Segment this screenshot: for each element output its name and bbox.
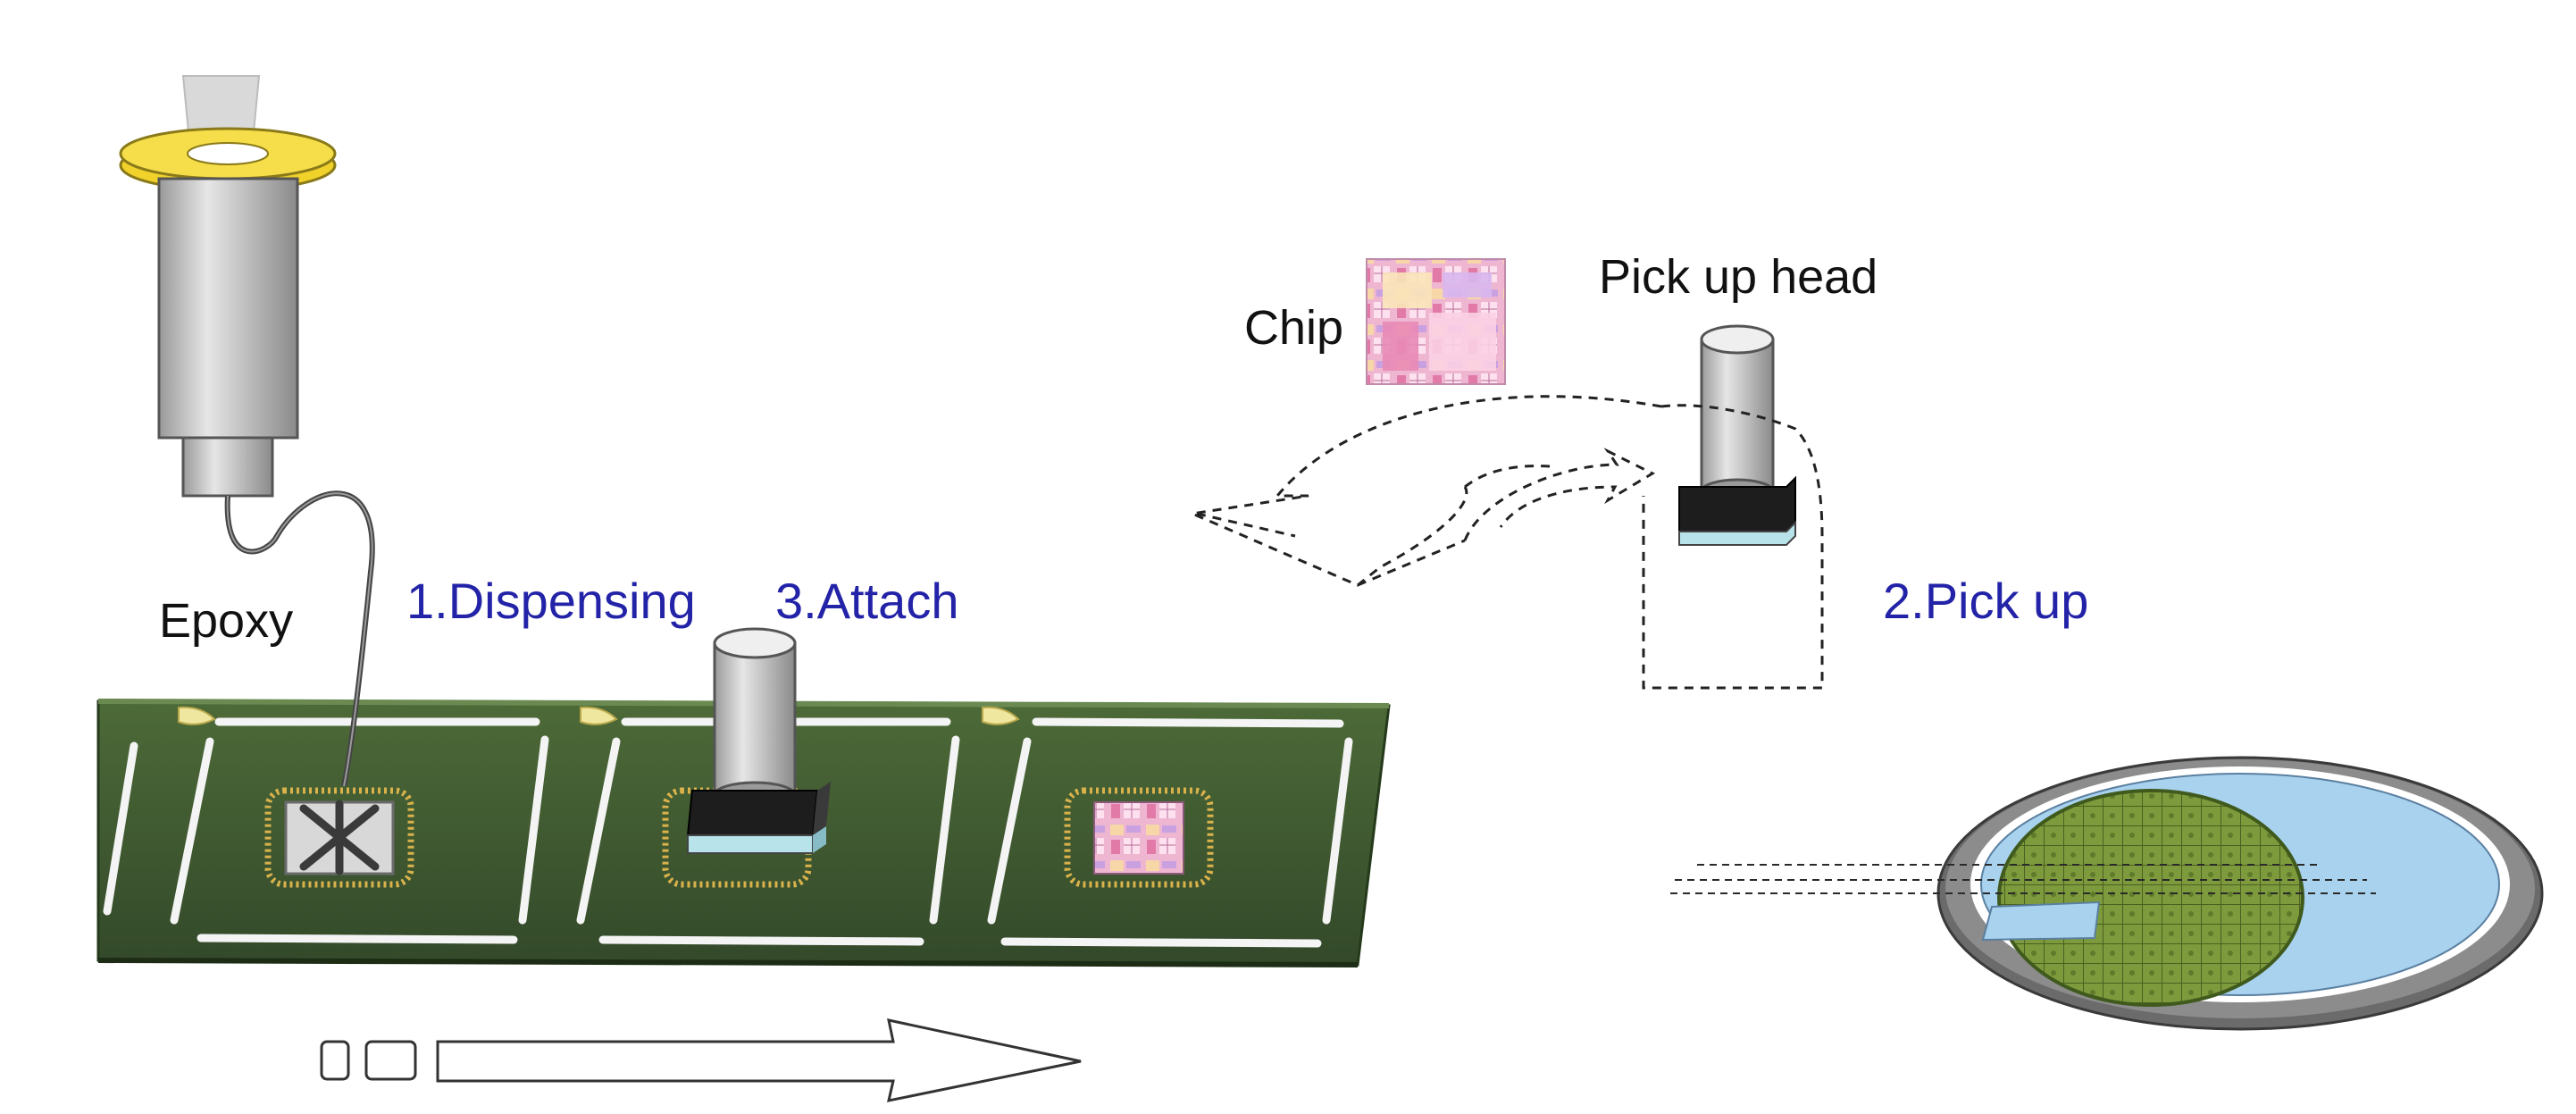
die-pad-3 xyxy=(1064,787,1214,888)
pick-up-head-label: Pick up head xyxy=(1599,250,1878,304)
transfer-path xyxy=(1187,395,1662,587)
chip-label: Chip xyxy=(1244,301,1344,355)
die-pad-2 xyxy=(662,787,812,888)
pick-up-path xyxy=(1642,404,1824,690)
die-pad-1 xyxy=(264,787,414,888)
package-cell-3 xyxy=(987,717,1353,948)
attach-head xyxy=(686,627,831,854)
wafer-icon xyxy=(1670,756,2544,1031)
attach-step-label: 3.Attach xyxy=(775,573,959,629)
dispensing-step-label: 1.Dispensing xyxy=(406,573,696,629)
syringe-icon xyxy=(119,75,337,498)
nozzle-icon xyxy=(224,490,375,787)
epoxy-label: Epoxy xyxy=(159,594,294,648)
right-arrow-icon xyxy=(320,1018,1082,1102)
pick-up-step-label: 2.Pick up xyxy=(1883,573,2089,629)
chip-image-icon xyxy=(1366,258,1506,385)
alignment-markers xyxy=(178,706,1020,725)
pick-up-head xyxy=(1678,324,1796,546)
left-edge-rail xyxy=(103,741,138,916)
package-cell-1 xyxy=(170,717,549,944)
